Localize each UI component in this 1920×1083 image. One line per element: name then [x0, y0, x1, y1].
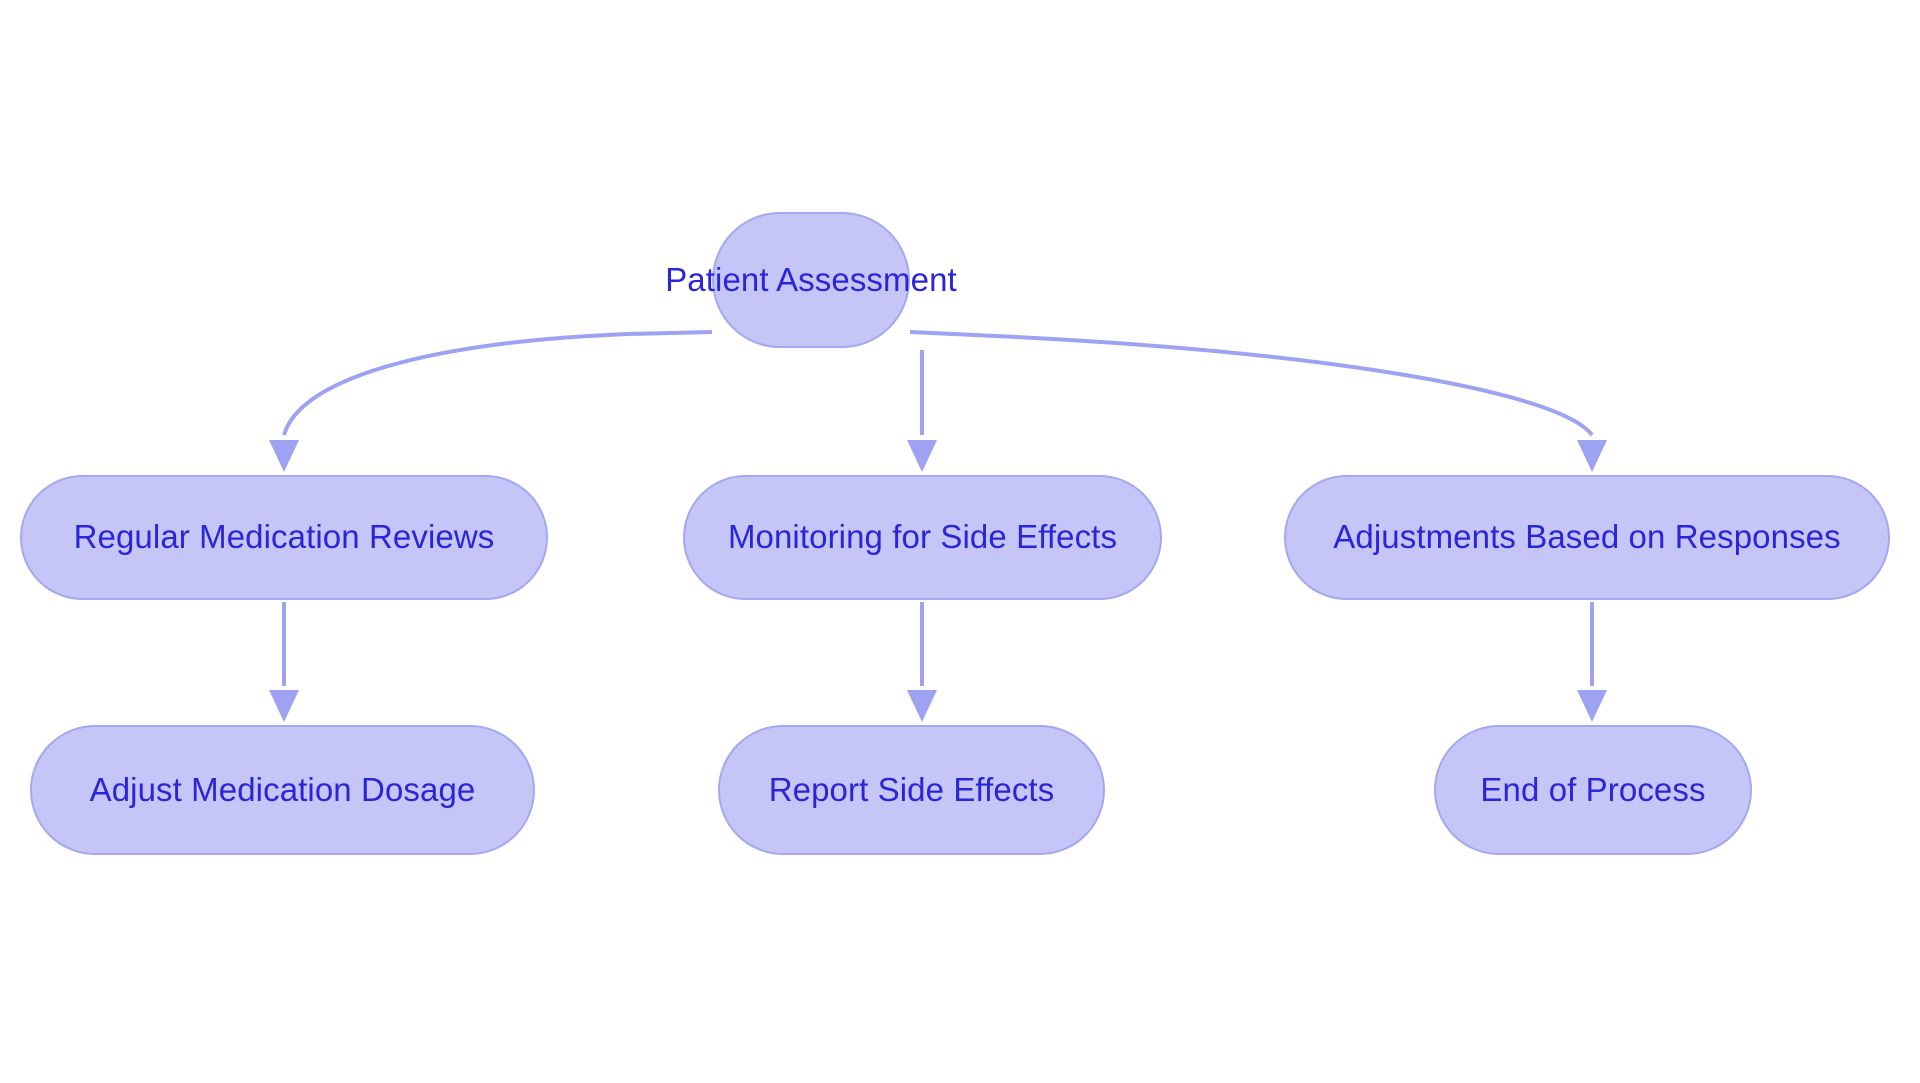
node-regular-medication-reviews[interactable]: Regular Medication Reviews: [20, 475, 548, 600]
edge-patient-assessment-to-monitoring: [907, 350, 937, 472]
node-end-of-process[interactable]: End of Process: [1434, 725, 1752, 855]
edge-patient-assessment-to-regular-reviews: [269, 330, 713, 472]
node-adjustments-based-on-responses[interactable]: Adjustments Based on Responses: [1284, 475, 1890, 600]
node-monitoring-for-side-effects[interactable]: Monitoring for Side Effects: [683, 475, 1162, 600]
node-adjust-medication-dosage[interactable]: Adjust Medication Dosage: [30, 725, 535, 855]
node-patient-assessment[interactable]: Patient Assessment: [665, 212, 957, 348]
edge-regular-reviews-to-adjust-dosage: [269, 602, 299, 722]
node-label: End of Process: [1480, 770, 1706, 808]
node-label: Adjustments Based on Responses: [1333, 518, 1841, 556]
edge-adjustments-to-end-of-process: [1577, 602, 1607, 722]
node-label: Patient Assessment: [665, 260, 957, 298]
node-label: Monitoring for Side Effects: [727, 518, 1118, 556]
edge-monitoring-to-report-side-effects: [907, 602, 937, 722]
node-label: Regular Medication Reviews: [73, 518, 495, 556]
node-label: Adjust Medication Dosage: [89, 770, 476, 808]
edge-patient-assessment-to-adjustments: [909, 330, 1607, 472]
node-label: Report Side Effects: [768, 770, 1055, 808]
node-report-side-effects[interactable]: Report Side Effects: [718, 725, 1105, 855]
